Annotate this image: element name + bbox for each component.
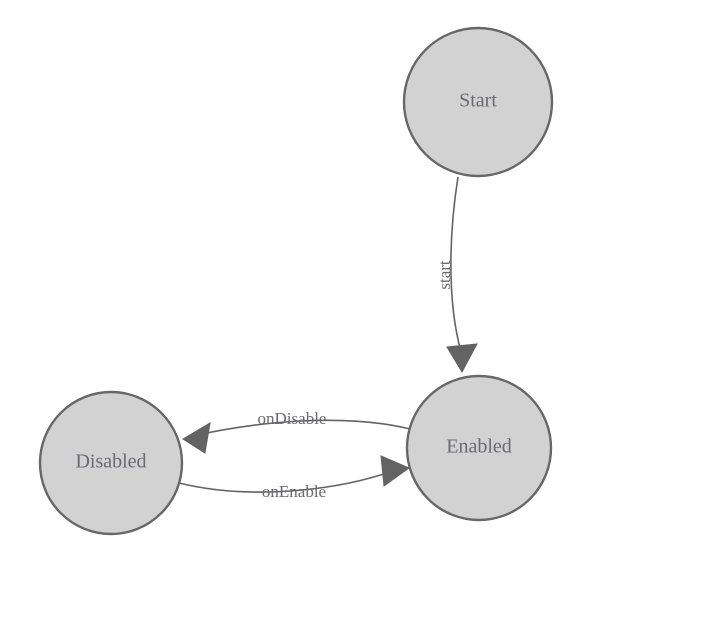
edge-start-to-enabled-path [450, 176, 462, 353]
node-disabled-circle [38, 390, 184, 536]
edge-start-to-enabled[interactable] [446, 176, 478, 374]
edge-start-to-enabled-arrowhead [446, 343, 478, 374]
edge-enabled-to-disabled-path [187, 419, 411, 438]
edge-enabled-to-disabled-arrowhead [182, 422, 211, 454]
node-start[interactable]: Start [402, 26, 554, 178]
node-enabled-circle [405, 374, 553, 522]
edge-label-on-enable: onEnable [262, 482, 326, 501]
node-enabled[interactable]: Enabled [405, 374, 553, 522]
edge-disabled-to-enabled-path [178, 472, 388, 493]
node-disabled-label: Disabled [75, 451, 146, 473]
edge-label-start: start [435, 260, 454, 290]
edge-disabled-to-enabled[interactable] [178, 455, 411, 493]
node-enabled-label: Enabled [446, 436, 512, 458]
node-start-circle [402, 26, 554, 178]
node-start-label: Start [459, 90, 497, 112]
edge-label-on-disable: onDisable [258, 409, 327, 428]
edge-disabled-to-enabled-arrowhead [380, 455, 411, 487]
edge-enabled-to-disabled[interactable] [182, 419, 411, 454]
node-disabled[interactable]: Disabled [38, 390, 184, 536]
